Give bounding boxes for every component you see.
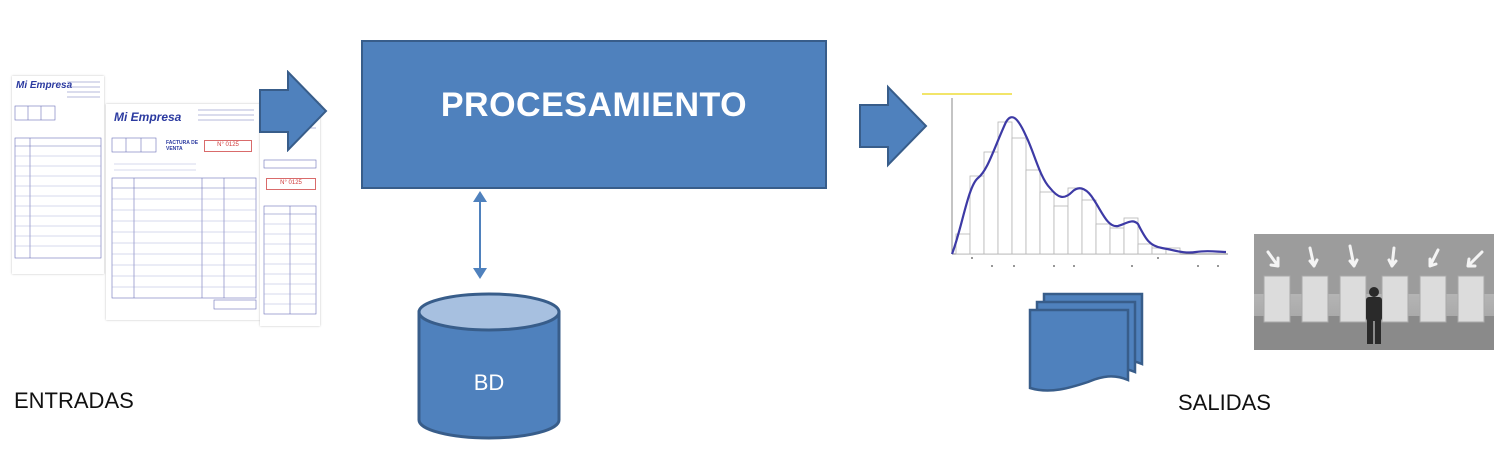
doors-photo: [1254, 234, 1494, 350]
invoice-side: N° 0125: [260, 102, 320, 326]
invoice-number-box: N° 0125: [204, 140, 252, 152]
database-cylinder-icon: [417, 292, 561, 440]
db-link-arrow-icon: [473, 191, 487, 279]
inputs-label: ENTRADAS: [14, 388, 134, 413]
invoice-form-lines: [111, 109, 257, 310]
input-arrow-icon: [259, 70, 328, 152]
output-arrow-icon: [859, 84, 928, 168]
histogram-chart-icon: [922, 93, 1228, 267]
invoice-number-box: N° 0125: [266, 178, 316, 190]
invoice-form-lines: [14, 81, 102, 259]
man-facing-doors-image: [1254, 234, 1494, 350]
invoice-brand: Mi Empresa: [16, 80, 73, 91]
invoice-doc-type: FACTURA DE VENTA: [166, 140, 199, 152]
processing-title: PROCESAMIENTO: [440, 86, 748, 124]
invoice-front: Mi Empresa FACTURA DE VENTA N° 0125: [106, 104, 260, 320]
documents-icon: [1028, 292, 1144, 392]
invoice-brand: Mi Empresa: [114, 110, 182, 124]
invoice-back: Mi Empresa: [12, 76, 104, 274]
database-label: BD: [473, 370, 505, 395]
outputs-label: SALIDAS: [1178, 390, 1271, 415]
processing-box: PROCESAMIENTO: [361, 40, 827, 189]
